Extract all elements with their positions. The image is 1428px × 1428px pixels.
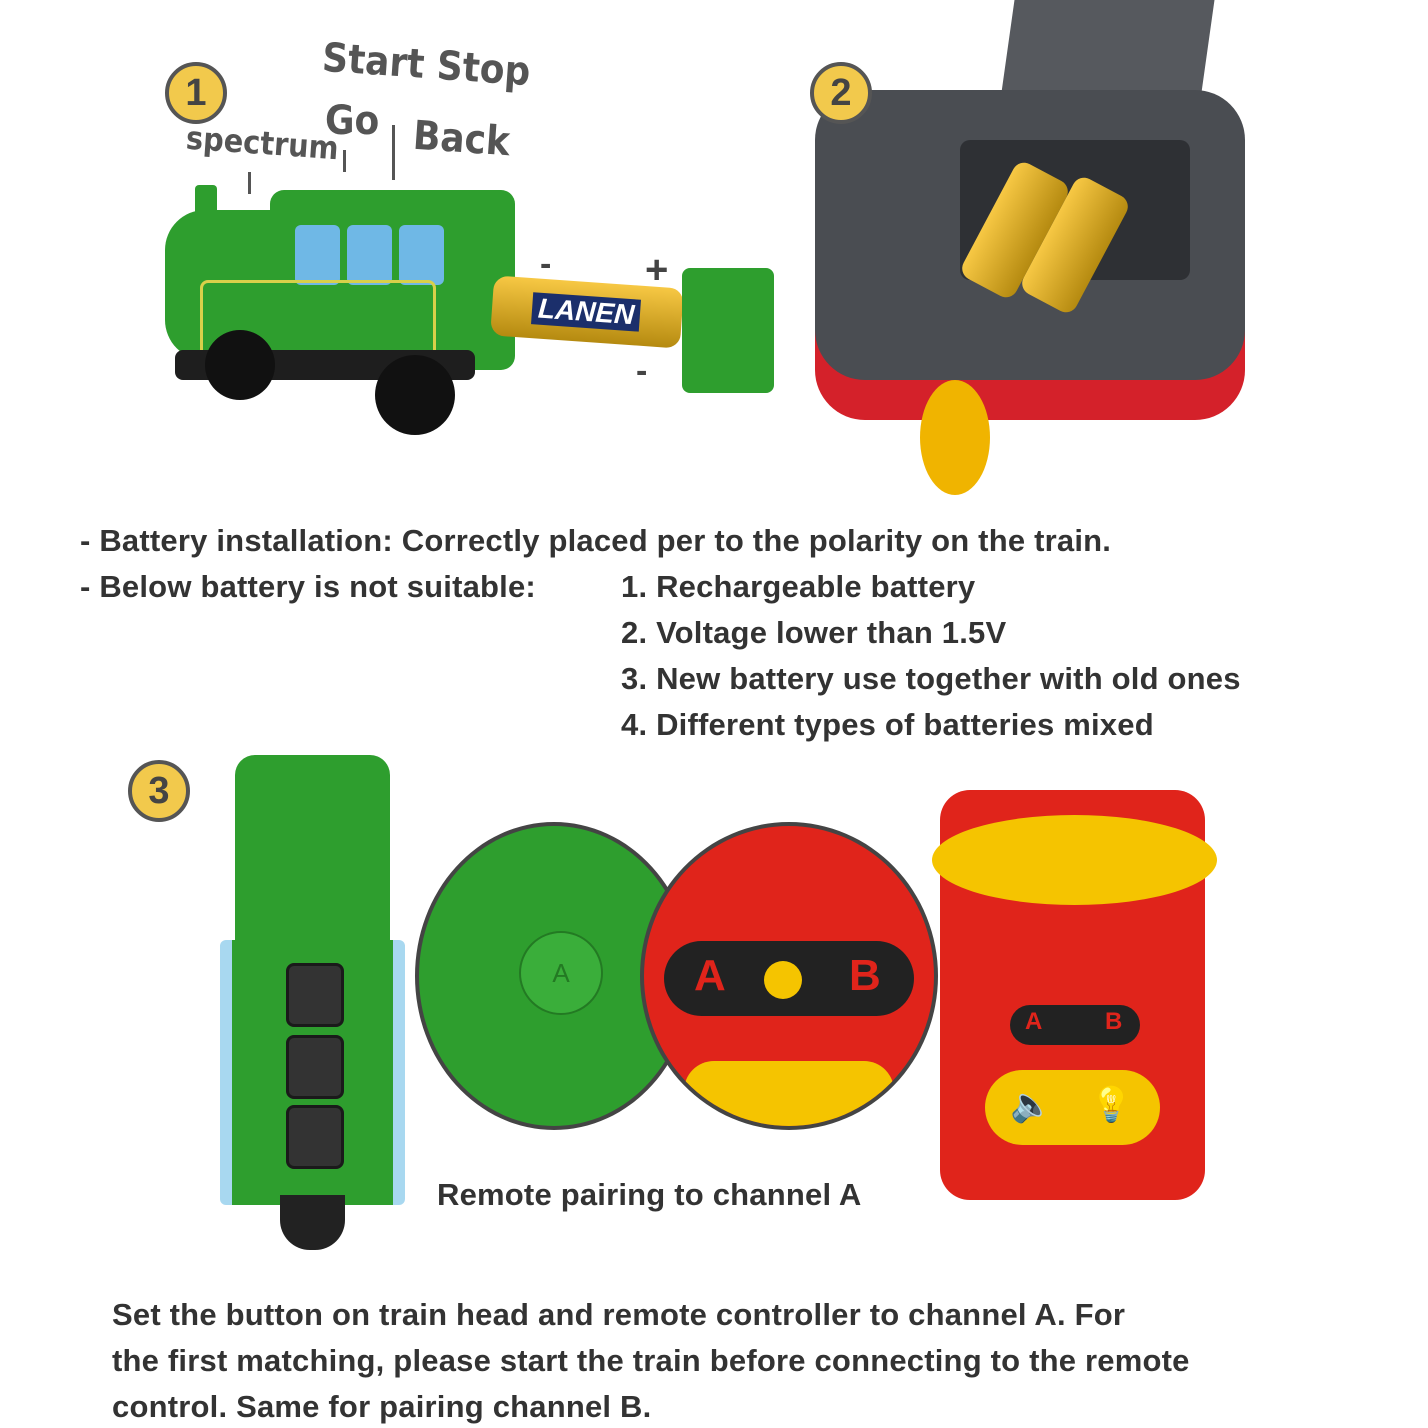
unsuitable-item-4: 4. Different types of batteries mixed <box>621 707 1154 742</box>
battery-cover <box>682 268 774 393</box>
train-top-view <box>220 755 405 1255</box>
remote-control: A B 🔈 💡 <box>932 790 1217 1200</box>
light-icon[interactable]: 💡 <box>1090 1086 1133 1124</box>
unsuitable-item-2: 2. Voltage lower than 1.5V <box>621 615 1007 650</box>
start-stop-button-icon <box>286 963 344 1027</box>
unsuitable-item-1: 1. Rechargeable battery <box>621 569 976 604</box>
spectrum-pointer-line <box>248 172 251 194</box>
go-label: Go <box>325 98 380 144</box>
unsuitable-item-3: 3. New battery use together with old one… <box>621 661 1241 696</box>
battery-brand: LANEN <box>531 292 642 332</box>
channel-switch-zoom-train: A <box>415 822 693 1130</box>
step-2-badge: 2 <box>810 62 872 124</box>
footer-line-2: the first matching, please start the tra… <box>112 1343 1190 1378</box>
stop-pointer-line <box>392 125 395 180</box>
go-pointer-line <box>343 150 346 172</box>
instruction-line-1: - Battery installation: Correctly placed… <box>80 523 1112 558</box>
battery-minus-sign: - <box>540 245 552 283</box>
sound-icon[interactable]: 🔈 <box>1010 1086 1053 1124</box>
footer-line-3: control. Same for pairing channel B. <box>112 1389 652 1424</box>
channel-switch-zoom-remote: A B <box>640 822 938 1130</box>
remote-battery-compartment <box>815 0 1245 500</box>
start-stop-label: Start Stop <box>320 34 532 96</box>
instruction-line-2: - Below battery is not suitable: <box>80 569 536 604</box>
train-channel-switch: A <box>519 931 603 1015</box>
pairing-caption: Remote pairing to channel A <box>437 1177 862 1212</box>
spectrum-label: spectrum <box>184 118 340 168</box>
zoom-channel-a-label: A <box>694 951 726 1000</box>
back-button-icon <box>286 1105 344 1169</box>
step-3-badge: 3 <box>128 760 190 822</box>
battery-plus-sign: + <box>645 248 669 292</box>
go-button-icon <box>286 1035 344 1099</box>
battery-minus-sign-2: - <box>636 352 648 390</box>
step-1-badge: 1 <box>165 62 227 124</box>
back-label: Back <box>411 112 512 166</box>
zoom-channel-b-label: B <box>849 951 881 1000</box>
remote-channel-b-label: B <box>1105 1008 1123 1035</box>
footer-line-1: Set the button on train head and remote … <box>112 1297 1126 1332</box>
remote-channel-a-label: A <box>1025 1008 1043 1035</box>
train-illustration <box>165 180 520 445</box>
